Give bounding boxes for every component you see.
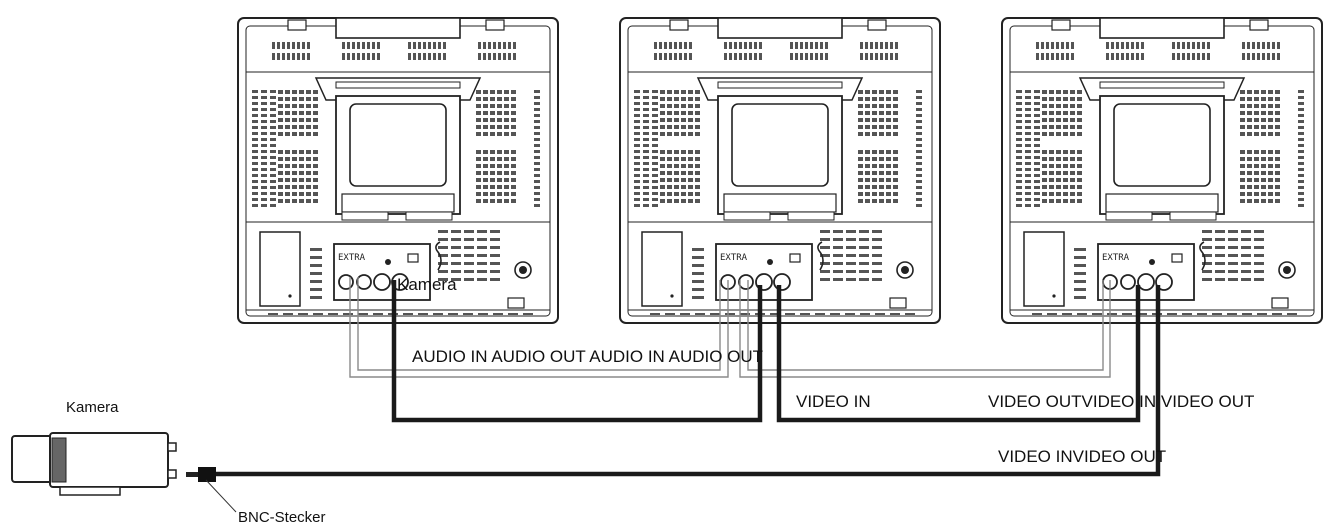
audio-cable-2 [739,280,1111,378]
jack [373,273,391,291]
jack [773,273,791,291]
video-cable-1 [391,280,763,423]
connector-panel-label: EXTRA [338,253,366,263]
labels: Kamera AUDIO IN AUDIO OUT AUDIO IN AUDIO… [66,275,1254,526]
bnc-label: BNC-Stecker [238,509,326,526]
connector-panel-label: EXTRA [720,253,748,263]
video-in-out-label: VIDEO INVIDEO OUT [998,447,1166,466]
video-in-label: VIDEO IN [796,392,871,411]
bnc-leader [205,479,237,513]
jack [738,274,754,290]
audio-cable-2-b [747,280,1104,371]
jack [1120,274,1136,290]
jack [338,274,354,290]
jack [356,274,372,290]
camera [11,432,216,496]
kamera-overlay-label: Kamera [397,275,457,294]
video-cable-camera [215,285,1161,477]
audio-cable-1-b [357,277,721,371]
camera-label: Kamera [66,399,119,416]
monitor-1: EXTRA [237,17,559,324]
video-cable-2 [776,285,1141,423]
jack [1137,273,1155,291]
video-cables [215,280,1161,477]
audio-cables [349,277,1111,378]
video-out-in-out-label: VIDEO OUTVIDEO IN VIDEO OUT [988,392,1254,411]
monitor-2: EXTRA [619,17,941,324]
connector-panel-label: EXTRA [1102,253,1130,263]
monitor-3: EXTRA [1001,17,1323,324]
audio-cable-1 [349,277,729,378]
audio-labels: AUDIO IN AUDIO OUT AUDIO IN AUDIO OUT [412,347,763,366]
monitors: EXTRA EXTRA EXTRA [237,17,1323,324]
